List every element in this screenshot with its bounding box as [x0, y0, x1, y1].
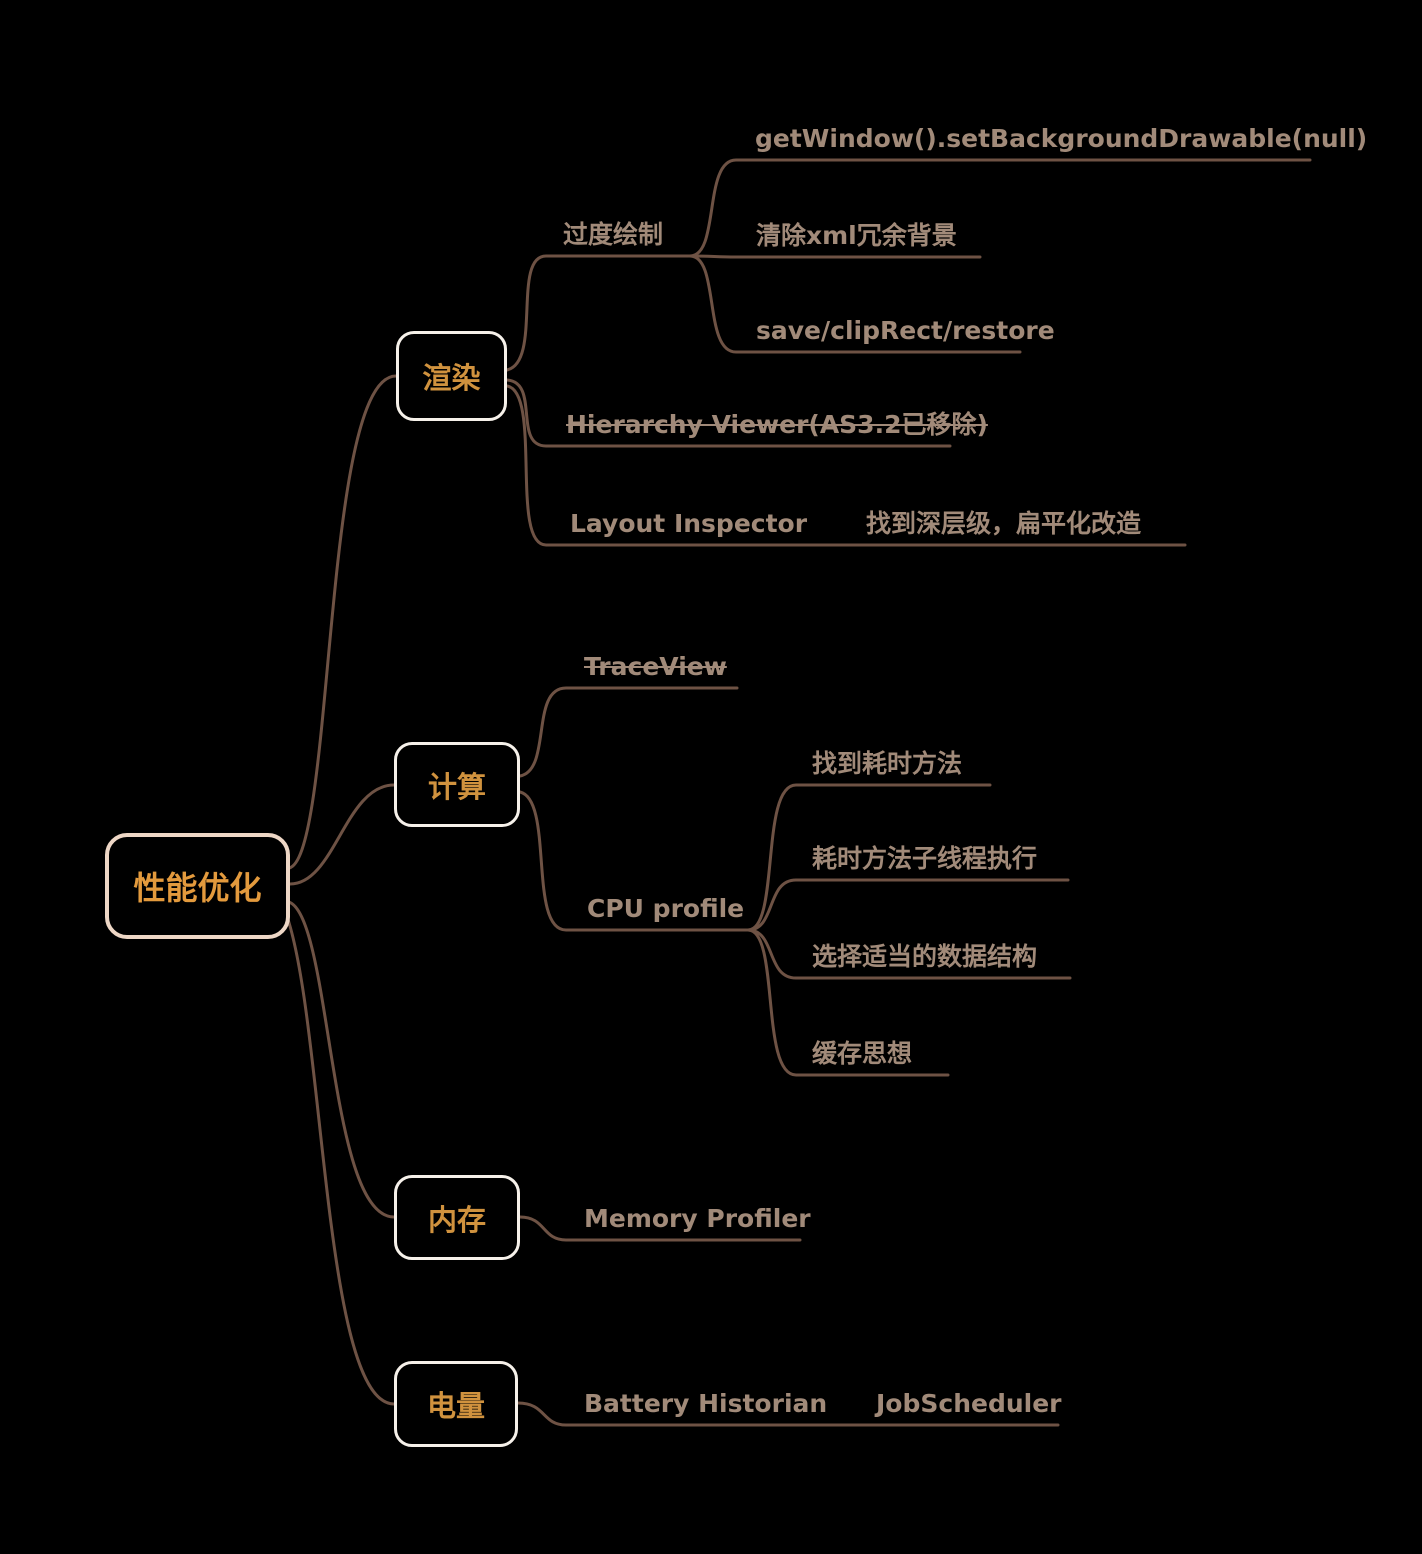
edge-cpu-item-3 — [746, 928, 950, 1077]
branch-node-memory-label: 内存 — [427, 1202, 486, 1237]
topic-overdraw-save-cliprect-restore[interactable]: save/clipRect/restore — [756, 316, 1055, 345]
topic-cpu-find-slow-methods[interactable]: 找到耗时方法 — [812, 749, 963, 778]
topic-cpu-run-in-worker-thread[interactable]: 耗时方法子线程执行 — [812, 844, 1038, 873]
branch-node-memory[interactable]: 内存 — [394, 1175, 520, 1260]
edge-overdraw-item-0 — [688, 158, 1312, 258]
edge-battery-tool — [516, 1401, 1060, 1427]
topic-memory-profiler[interactable]: Memory Profiler — [584, 1204, 811, 1233]
edge-root-memory — [287, 900, 396, 1219]
edge-compute-cpu — [518, 790, 750, 932]
branch-node-battery-label: 电量 — [426, 1389, 485, 1423]
branch-node-compute-label: 计算 — [427, 769, 486, 804]
edge-compute-traceview — [518, 686, 739, 778]
edge-root-compute — [288, 783, 396, 886]
topic-cpu-profile[interactable]: CPU profile — [587, 894, 745, 923]
edge-root-battery — [282, 906, 396, 1406]
edge-cpu-item-1 — [746, 878, 1070, 932]
edge-overdraw-item-1 — [688, 254, 982, 259]
edge-root-render — [287, 374, 398, 870]
topic-battery-historian[interactable]: Battery Historian — [584, 1389, 828, 1418]
edge-memory-tool — [518, 1215, 802, 1242]
topic-layout-inspector-note[interactable]: 找到深层级，扁平化改造 — [866, 509, 1142, 538]
branch-node-render-label: 渲染 — [422, 361, 481, 395]
topic-cpu-choose-data-structure[interactable]: 选择适当的数据结构 — [812, 942, 1038, 971]
edge-cpu-item-0 — [746, 783, 992, 932]
root-node-label: 性能优化 — [133, 869, 262, 907]
topic-hierarchy-viewer[interactable]: Hierarchy Viewer(AS3.2已移除) — [566, 410, 988, 439]
topic-traceview[interactable]: TraceView — [584, 652, 727, 681]
edge-render-overdraw — [505, 254, 692, 372]
topic-overdraw[interactable]: 过度绘制 — [563, 220, 664, 249]
edge-cpu-item-2 — [746, 928, 1072, 980]
topic-cpu-caching[interactable]: 缓存思想 — [812, 1039, 913, 1068]
branch-node-battery[interactable]: 电量 — [394, 1361, 518, 1447]
topic-overdraw-set-background-null[interactable]: getWindow().setBackgroundDrawable(null) — [755, 124, 1368, 153]
topic-overdraw-clear-xml-background[interactable]: 清除xml冗余背景 — [756, 221, 957, 250]
branch-node-compute[interactable]: 计算 — [394, 742, 520, 827]
topic-jobscheduler[interactable]: JobScheduler — [876, 1389, 1062, 1418]
edge-render-layout — [505, 384, 802, 547]
root-node[interactable]: 性能优化 — [105, 833, 290, 939]
topic-layout-inspector[interactable]: Layout Inspector — [570, 509, 808, 538]
edge-overdraw-item-2 — [688, 254, 1022, 354]
branch-node-render[interactable]: 渲染 — [396, 331, 507, 421]
edge-render-hierarchy — [505, 378, 952, 448]
